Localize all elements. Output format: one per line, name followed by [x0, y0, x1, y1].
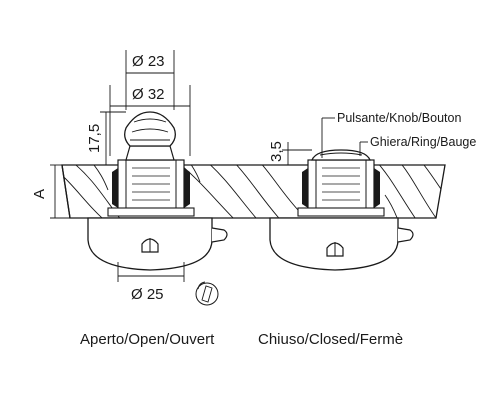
dim-knob-diameter: Ø 32	[132, 86, 165, 103]
base-flange-closed	[297, 207, 385, 217]
knob-stem-open	[125, 145, 175, 161]
thread-left-closed	[302, 168, 308, 208]
dim-body-diameter: Ø 25	[131, 286, 164, 303]
hook-open	[211, 227, 228, 243]
knob-closed	[311, 149, 371, 161]
caption-open: Aperto/Open/Ouvert	[80, 331, 215, 348]
callout-knob: Pulsante/Knob/Bouton	[337, 111, 461, 125]
dim-closed-height: 3,5	[268, 141, 285, 162]
latch-open	[87, 111, 228, 271]
dimension-lines	[50, 50, 368, 282]
dim-knob-top-diameter: Ø 23	[132, 53, 165, 70]
callout-ring: Ghiera/Ring/Bauge	[370, 135, 476, 149]
dim-panel-thickness: A	[31, 189, 48, 199]
hook-closed	[397, 227, 414, 243]
dim-knob-height: 17,5	[86, 124, 103, 153]
thread-right-closed	[374, 168, 380, 208]
latch-closed	[269, 149, 414, 271]
caption-closed: Chiuso/Closed/Fermè	[258, 331, 403, 348]
thread-right-open	[184, 168, 190, 208]
thread-left-open	[112, 168, 118, 208]
rotate-key-icon	[195, 281, 219, 306]
base-flange-open	[107, 207, 195, 217]
